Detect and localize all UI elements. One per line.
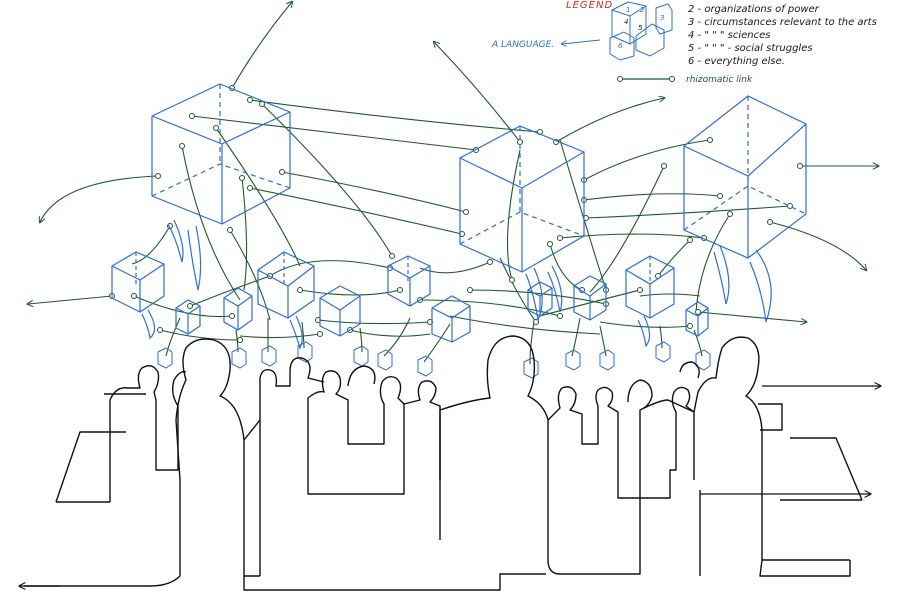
- cube-small-10: [527, 281, 553, 317]
- legend-cube-num-3: 3: [660, 14, 664, 22]
- cube-small-6: [573, 275, 607, 321]
- cube-small-9: [175, 299, 201, 335]
- legend-item-5: 5 - " " " - social struggles: [688, 43, 813, 54]
- language-arrow: [562, 39, 601, 44]
- legend-cube-num-4: 4: [624, 18, 628, 26]
- legend-cube-icon: [609, 1, 673, 61]
- language-label: A LANGUAGE.: [491, 40, 554, 50]
- cube-small-7: [625, 255, 675, 348]
- legend: LEGEND 1 2 3 4 5 6 2 - organizations of …: [566, 0, 877, 85]
- idea-cubes: [111, 83, 807, 379]
- cube-tiny-row: [157, 341, 711, 379]
- legend-link-sample: [617, 76, 675, 82]
- legend-item-3: 3 - circumstances relevant to the arts: [688, 17, 877, 28]
- legend-cube-num-2: 2: [640, 6, 645, 14]
- legend-title: LEGEND: [566, 0, 613, 11]
- legend-item-6: 6 - everything else.: [688, 56, 785, 67]
- legend-cube-num-1: 1: [626, 6, 630, 14]
- cube-large-left: [151, 83, 291, 291]
- legend-item-4: 4 - " " " sciences: [688, 30, 771, 41]
- legend-cube-num-6: 6: [618, 42, 623, 50]
- legend-link-label: rhizomatic link: [686, 75, 753, 85]
- cube-small-5: [431, 295, 471, 343]
- cube-small-2: [257, 251, 315, 350]
- cube-small-3: [387, 255, 431, 307]
- legend-cube-num-5: 5: [638, 24, 643, 32]
- rhizomatic-links: [28, 2, 878, 365]
- cube-small-4: [319, 285, 361, 337]
- audience-silhouettes: [24, 335, 863, 591]
- black-arrows: [20, 386, 880, 586]
- legend-item-2: 2 - organizations of power: [688, 4, 820, 15]
- cube-small-11: [685, 301, 709, 337]
- cube-small-8: [223, 287, 253, 331]
- cube-large-right: [683, 95, 807, 323]
- cube-large-middle: [459, 125, 585, 323]
- cube-small-1: [111, 251, 165, 340]
